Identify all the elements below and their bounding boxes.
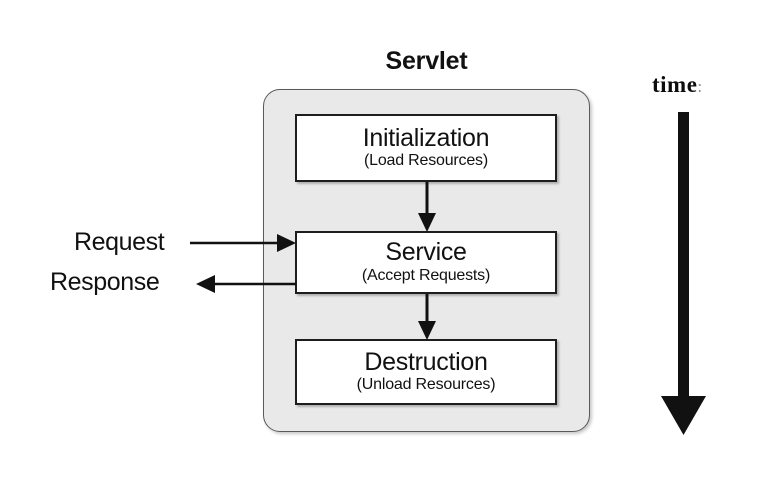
page-title: Servlet — [385, 47, 468, 75]
phase-title-initialization: Initialization — [362, 123, 490, 152]
time-axis-arrow — [661, 112, 706, 435]
response-label: Response — [50, 268, 160, 296]
time-axis-text: time — [652, 72, 698, 97]
time-axis-clipped-glyph: : — [697, 77, 703, 96]
phase-subtitle-service: (Accept Requests) — [361, 266, 491, 284]
request-label: Request — [74, 228, 165, 256]
phase-box-destruction: Destruction (Unload Resources) — [295, 339, 557, 405]
phase-subtitle-destruction: (Unload Resources) — [356, 376, 496, 394]
phase-subtitle-initialization: (Load Resources) — [364, 152, 488, 170]
phase-title-destruction: Destruction — [364, 347, 488, 376]
phase-box-initialization: Initialization (Load Resources) — [295, 114, 557, 182]
time-axis-label: time: — [652, 72, 703, 98]
phase-title-service: Service — [385, 238, 467, 267]
phase-box-service: Service (Accept Requests) — [295, 231, 557, 294]
